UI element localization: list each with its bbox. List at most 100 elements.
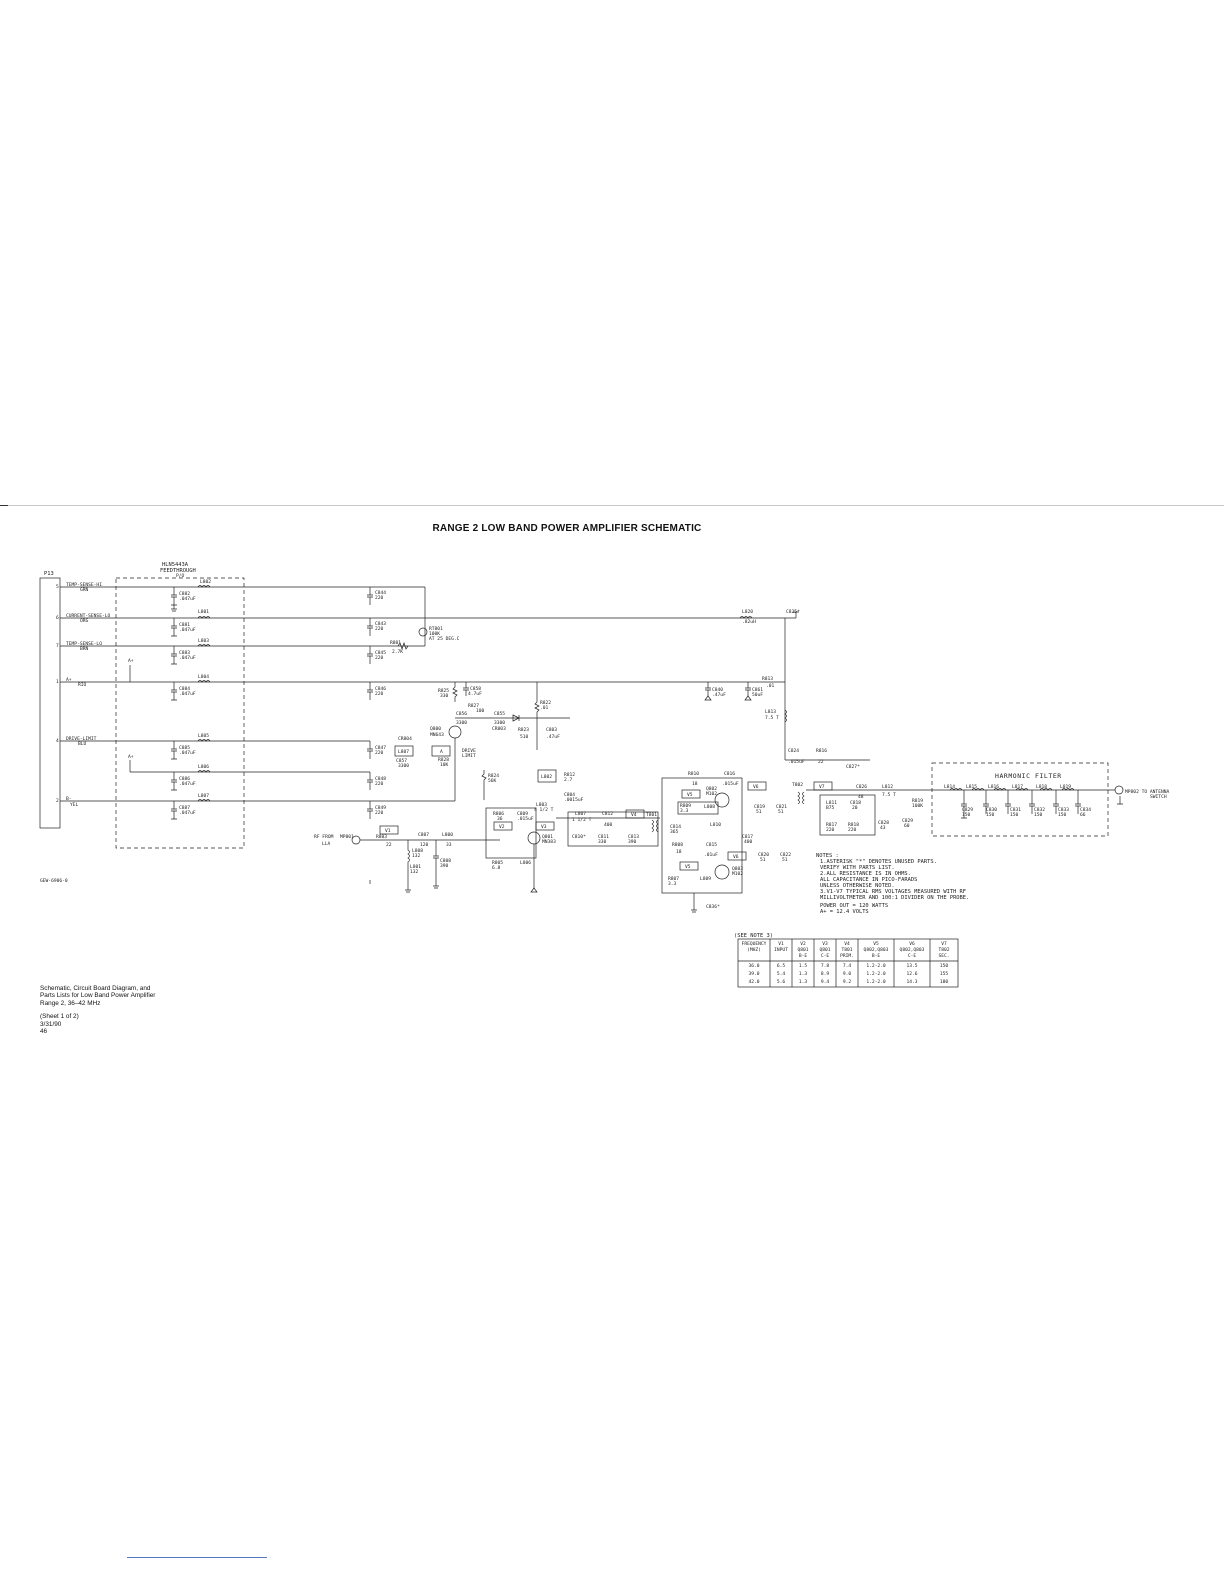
table-note: (SEE NOTE 3)	[734, 933, 773, 939]
part-label: Q803	[732, 866, 743, 872]
part-value: .047uF	[179, 781, 196, 787]
notes-line: ALL CAPACITANCE IN PICO-FARADS	[820, 877, 917, 883]
part-label: L801	[410, 864, 421, 870]
pin-number: 5	[56, 584, 59, 590]
voltage-marker-v4	[625, 809, 645, 819]
caption-sheet: (Sheet 1 of 2)	[40, 1013, 79, 1021]
pin-signal: DRIVE-LIMIT	[66, 736, 97, 742]
part-value: M102	[706, 791, 717, 797]
part-label: C809	[517, 811, 528, 817]
voltage-marker-label: V5	[687, 792, 693, 798]
voltage-marker-v6b	[747, 781, 767, 791]
feedthrough-label: HLN5443A	[162, 562, 189, 568]
voltage-marker-v5b	[679, 861, 699, 871]
voltage-table-header: V1	[778, 941, 784, 947]
caption-line: Parts Lists for Low Band Power Amplifier	[40, 992, 156, 1000]
pot-block	[431, 745, 451, 757]
voltage-table-cell: 1.3	[799, 971, 808, 977]
part-value: .0015uF	[564, 797, 584, 803]
part-value: 220	[375, 626, 384, 632]
notes-line: UNLESS OTHERWISE NOTED.	[820, 883, 895, 889]
filter-inductors	[949, 788, 1075, 791]
part-value: 2.7	[564, 777, 573, 783]
feedthrough-inductors	[197, 585, 211, 802]
inductor-l807-block	[394, 745, 414, 757]
transistor-q801	[527, 831, 541, 845]
voltage-table-header: B-E	[799, 953, 808, 959]
part-label: L807	[575, 811, 586, 817]
part-label: C804	[564, 792, 575, 798]
pin-signal: A+	[66, 677, 72, 683]
part-label: CR803	[492, 726, 506, 732]
part-label: C849	[375, 805, 386, 811]
feedthrough-label3: P/O	[176, 573, 185, 579]
part-label: R818	[848, 822, 859, 828]
pin-signal: TEMP-SENSE-HI	[66, 582, 102, 588]
voltage-table-header: PRIM.	[840, 953, 854, 959]
voltage-table-cell: 42.0	[748, 979, 759, 985]
voltage-table-header: V6	[909, 941, 915, 947]
part-label: L802	[200, 579, 211, 585]
part-label: C826	[856, 784, 867, 790]
voltage-table-header: C-E	[821, 953, 830, 959]
part-label: L817	[1012, 784, 1023, 790]
pin-number: 2	[56, 798, 59, 804]
voltage-table-cell: 9.0	[843, 971, 852, 977]
rf-from-label: RF FROM	[314, 834, 334, 840]
part-value: 4.7uF	[468, 691, 482, 697]
part-label: L806	[520, 860, 531, 866]
part-label: C833	[1058, 807, 1069, 813]
part-label: C883	[179, 650, 190, 656]
voltage-table-cell: 180	[940, 979, 949, 985]
part-value: 220	[375, 691, 384, 697]
part-label: L820	[742, 609, 753, 615]
output-match-box	[819, 794, 876, 836]
part-value: 220	[848, 827, 857, 833]
part-value: .47uF	[712, 692, 726, 698]
part-value: 1 1/2 T	[572, 817, 592, 823]
notes-line: 2.ALL RESISTANCE IS IN OHMS.	[820, 871, 911, 877]
part-label: C846	[375, 686, 386, 692]
rf-from-ref: MP801	[340, 834, 354, 840]
voltage-table-cell: 1.2-2.0	[866, 979, 886, 985]
voltage-table-header: (MHZ)	[747, 947, 761, 953]
part-label: L803	[198, 638, 209, 644]
part-value: 18	[692, 781, 698, 787]
voltage-table-cell: 36.0	[748, 963, 759, 969]
part-label: C843	[375, 621, 386, 627]
filter-caps	[961, 790, 1081, 814]
part-value: 3300	[494, 720, 505, 726]
part-label: C844	[375, 590, 386, 596]
part-value: 3300	[456, 720, 467, 726]
part-label: R812	[564, 772, 575, 778]
voltage-table-cell: 8.9	[821, 971, 830, 977]
part-label: C827*	[846, 764, 860, 770]
part-label: C834	[1080, 807, 1091, 813]
part-label: C886	[179, 776, 190, 782]
part-value: 6.8	[492, 865, 501, 871]
voltage-table-cell: 14.3	[906, 979, 917, 985]
part-label: L803	[536, 802, 547, 808]
part-label: C840	[712, 687, 723, 693]
part-label: C830	[986, 807, 997, 813]
part-value: 132	[412, 853, 421, 859]
part-value: .047uF	[179, 596, 196, 602]
part-label: C819	[754, 804, 765, 810]
voltage-table-cell: 6.5	[777, 963, 786, 969]
notes-line: VERIFY WITH PARTS LIST.	[820, 865, 895, 871]
transistor-q803	[714, 864, 730, 880]
voltage-table-header: INPUT	[774, 947, 788, 953]
part-label: L800	[442, 832, 453, 838]
part-label: L811	[826, 800, 837, 806]
part-value: 510	[520, 734, 529, 740]
part-value: 365	[670, 829, 679, 835]
schematic-title: RANGE 2 LOW BAND POWER AMPLIFIER SCHEMAT…	[432, 523, 702, 534]
voltage-table-cell: 12.6	[906, 971, 917, 977]
voltage-marker-label: V2	[499, 824, 505, 830]
antenna-output-connector	[1114, 785, 1124, 795]
voltage-table-cell: 150	[940, 963, 949, 969]
part-label: C810*	[572, 834, 586, 840]
part-value: .047uF	[179, 627, 196, 633]
connector-p13	[39, 577, 61, 829]
voltage-table-header: V3	[822, 941, 828, 947]
